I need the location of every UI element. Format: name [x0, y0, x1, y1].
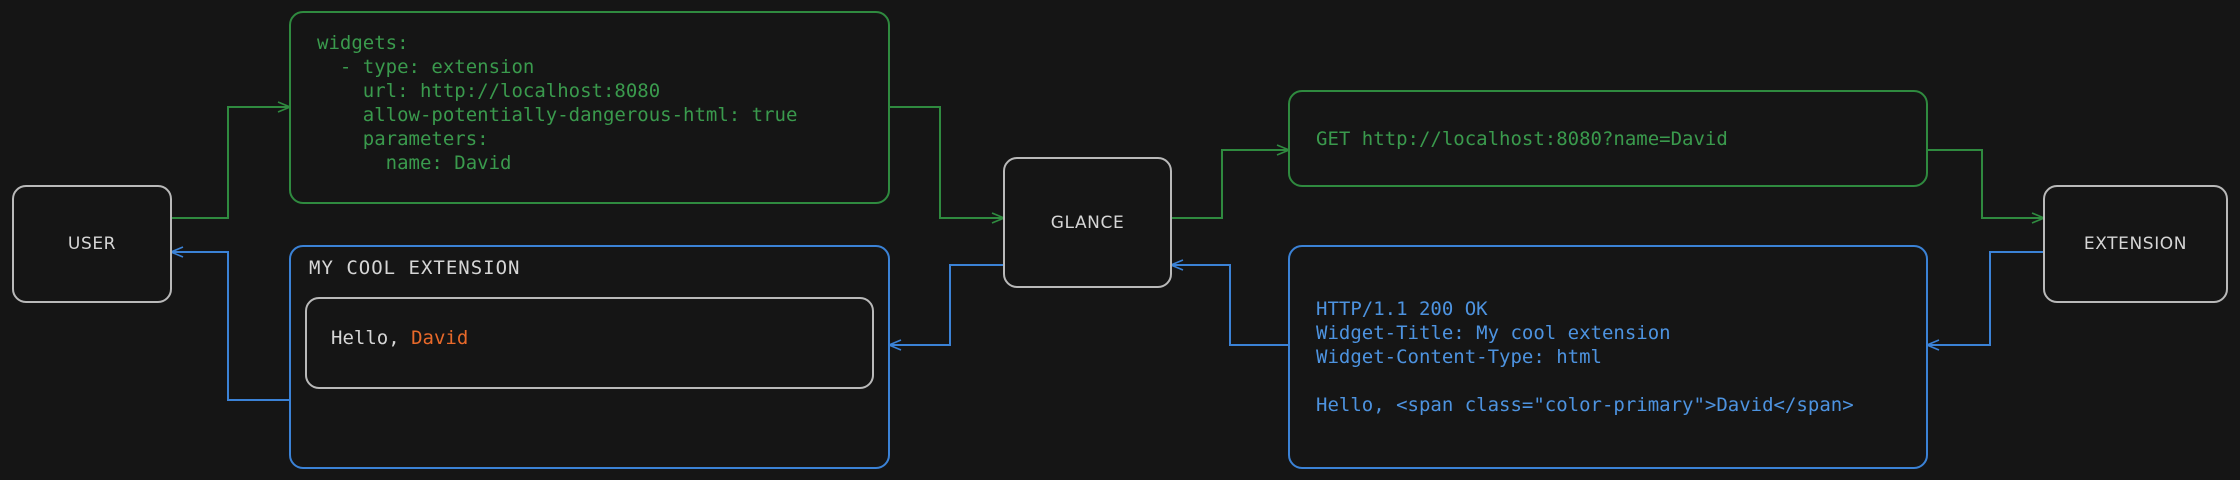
- http-response-code: HTTP/1.1 200 OK Widget-Title: My cool ex…: [1316, 298, 1854, 416]
- node-extension-label: EXTENSION: [2083, 234, 2188, 254]
- http-request-code: GET http://localhost:8080?name=David: [1316, 127, 1728, 150]
- widget-greeting-name: David: [411, 327, 469, 349]
- node-extension: EXTENSION: [2043, 185, 2228, 303]
- node-glance: GLANCE: [1003, 157, 1172, 288]
- node-user: USER: [12, 185, 172, 303]
- config-yaml-code: widgets: - type: extension url: http://l…: [317, 32, 798, 174]
- node-user-label: USER: [67, 234, 117, 254]
- http-response-box: HTTP/1.1 200 OK Widget-Title: My cool ex…: [1288, 245, 1928, 469]
- node-glance-label: GLANCE: [1050, 212, 1125, 233]
- widget-preview-title: MY COOL EXTENSION: [309, 257, 521, 279]
- widget-preview-box: MY COOL EXTENSION Hello, David: [289, 245, 890, 469]
- config-yaml-box: widgets: - type: extension url: http://l…: [289, 11, 890, 204]
- widget-preview-body: Hello, David: [305, 297, 874, 389]
- widget-greeting-prefix: Hello,: [331, 327, 412, 349]
- http-request-box: GET http://localhost:8080?name=David: [1288, 90, 1928, 187]
